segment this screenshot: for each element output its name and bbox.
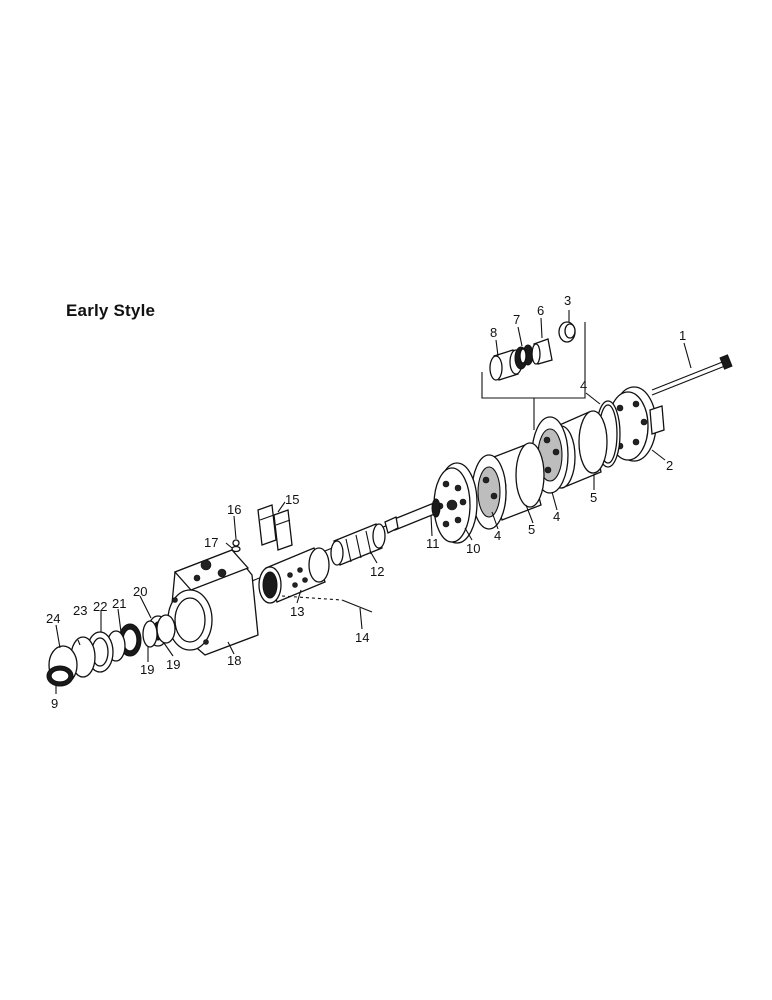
callout-18: 17 xyxy=(204,535,218,550)
part-19-seal-inner xyxy=(142,620,158,648)
part-6-spool xyxy=(531,338,553,365)
part-17-check-ball xyxy=(232,539,240,547)
callout-14: 14 xyxy=(355,630,369,645)
diagram-title: Early Style xyxy=(66,301,156,320)
callout-3: 3 xyxy=(564,293,571,308)
callout-9: 9 xyxy=(51,696,58,711)
part-3-end-cap xyxy=(558,321,576,343)
callout-5-left: 5 xyxy=(528,522,535,537)
part-11-drive-shaft xyxy=(384,498,441,534)
leader-lines xyxy=(55,310,692,694)
pin-guide-line xyxy=(281,595,343,601)
callout-19-right: 19 xyxy=(166,657,180,672)
callout-5-right: 5 xyxy=(590,490,597,505)
callout-4-middle: 4 xyxy=(553,509,560,524)
part-10-spacer-plate xyxy=(433,462,478,544)
part-7-centering-springs xyxy=(514,344,534,370)
part-16-valve-housing xyxy=(167,549,259,656)
part-14-pin xyxy=(341,599,373,613)
callout-17: 16 xyxy=(227,502,241,517)
part-13-sleeve xyxy=(258,547,330,604)
callout-23: 23 xyxy=(73,603,87,618)
callout-15: 15 xyxy=(285,492,299,507)
callout-6: 6 xyxy=(537,303,544,318)
callout-2: 2 xyxy=(666,458,673,473)
callout-8: 8 xyxy=(490,325,497,340)
part-18-plug xyxy=(231,545,241,553)
part-1-cap-screw xyxy=(651,354,733,396)
callout-22: 22 xyxy=(93,599,107,614)
callout-21: 21 xyxy=(112,596,126,611)
callout-24: 24 xyxy=(46,611,60,626)
part-12-spool xyxy=(330,523,386,566)
callout-13: 13 xyxy=(290,604,304,619)
callout-12: 12 xyxy=(370,564,384,579)
callout-labels: 1 2 3 4 4 4 5 5 6 7 8 9 10 11 12 13 14 1… xyxy=(46,293,686,711)
callout-19-left: 19 xyxy=(140,662,154,677)
callout-4-top: 4 xyxy=(580,378,587,393)
callout-11: 11 xyxy=(426,536,440,551)
callout-7: 7 xyxy=(513,312,520,327)
callout-1: 1 xyxy=(679,328,686,343)
part-4-gerotor-left xyxy=(471,454,507,530)
callout-16: 18 xyxy=(227,653,241,668)
callout-10: 10 xyxy=(466,541,480,556)
part-15-centering-springs xyxy=(257,504,293,551)
callout-4-left: 4 xyxy=(494,528,501,543)
callout-20: 20 xyxy=(133,584,147,599)
part-9-snap-ring xyxy=(46,665,74,687)
